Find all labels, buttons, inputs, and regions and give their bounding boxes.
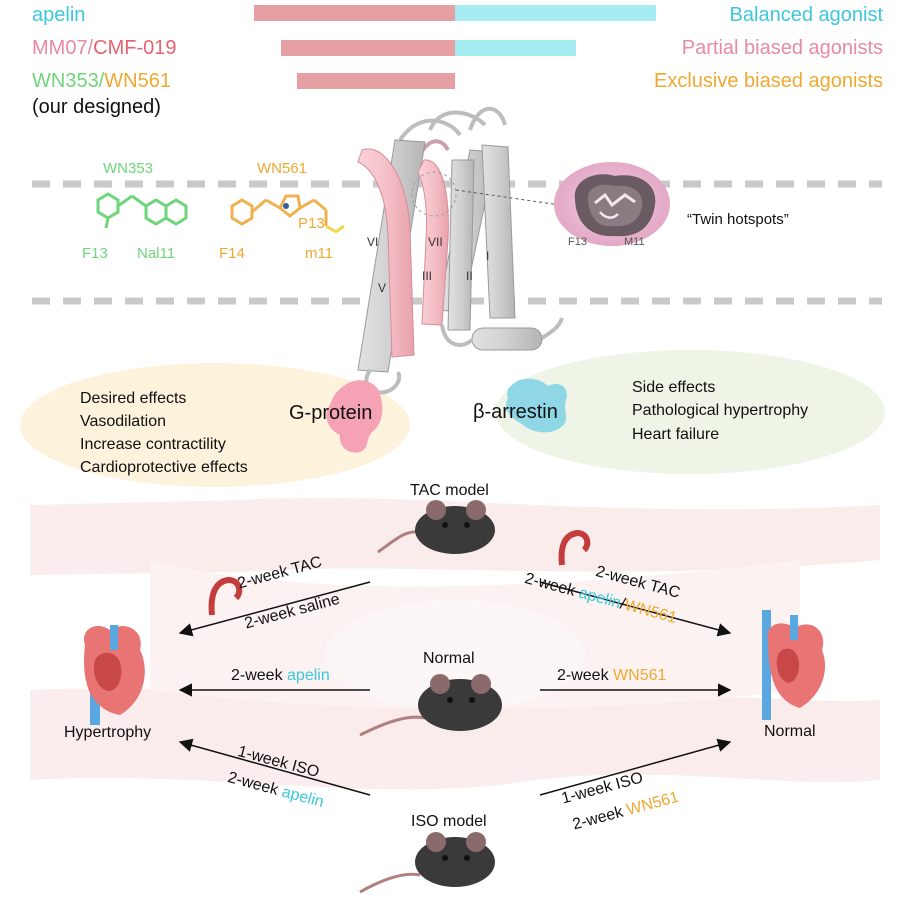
side-effect-item: Pathological hypertrophy	[632, 402, 809, 419]
legend-wn561: WN561	[104, 70, 171, 92]
helix-label-v: V	[378, 281, 387, 295]
normal-outcome-label: Normal	[764, 723, 816, 740]
m11-label: m11	[305, 245, 334, 262]
wn561-label: WN561	[257, 160, 308, 177]
pocket-m11-label: M11	[624, 236, 645, 248]
legend-slash2: /	[98, 70, 105, 92]
helix-label-vi: VI	[367, 235, 379, 249]
desired-effect-item: Increase contractility	[80, 436, 226, 453]
side-effects-title: Side effects	[632, 379, 716, 396]
legend-wn353: WN353	[32, 70, 99, 92]
bias-bars	[254, 5, 656, 89]
helix-label-iii: III	[422, 269, 433, 283]
label-normal-left-apelin: apelin	[287, 667, 330, 684]
p13-label: P13	[298, 215, 325, 232]
arrows	[178, 581, 732, 796]
helix-label-i: I	[486, 249, 490, 263]
legend-partial: Partial biased agonists	[681, 37, 883, 59]
mouse-iso	[359, 832, 495, 894]
legend-apelin: apelin	[32, 4, 86, 26]
arrestin-label: β-arrestin	[473, 401, 558, 423]
label-normal-right-wn561: WN561	[613, 667, 667, 684]
wn561-molecule	[230, 194, 345, 234]
wn353-label: WN353	[103, 160, 154, 177]
apelin-arrestin-bar	[455, 5, 656, 21]
aorta-icon-right	[558, 529, 591, 566]
f13-label: F13	[82, 245, 108, 262]
wn353-molecule	[96, 192, 188, 229]
legend-slash1: /	[87, 37, 94, 59]
arrow-iso-to-hypertrophy	[178, 738, 371, 796]
iso-model-label: ISO model	[411, 813, 487, 830]
helix-label-vii: VII	[428, 235, 443, 249]
heart-normal	[762, 610, 826, 720]
label-normal-left-a: 2-week	[231, 667, 288, 684]
gprotein-label: G-protein	[289, 402, 373, 424]
legend-exclusive: Exclusive biased agonists	[653, 70, 883, 92]
twin-hotspots-pocket	[554, 162, 670, 246]
gprotein-shape	[326, 380, 383, 453]
arrestin-shape	[505, 378, 567, 433]
nal11-label: Nal11	[137, 245, 176, 262]
helix-label-ii: II	[466, 269, 473, 283]
mm07-gprotein-bar	[281, 40, 455, 56]
legend-our-designed: (our designed)	[32, 96, 161, 118]
legend-cmf019: CMF-019	[93, 37, 177, 59]
label-normal-right-a: 2-week	[557, 667, 614, 684]
heart-hypertrophy	[84, 625, 145, 725]
normal-model-label: Normal	[423, 650, 475, 667]
desired-effects-title: Desired effects	[80, 390, 187, 407]
mm07-arrestin-bar	[455, 40, 576, 56]
hypertrophy-label: Hypertrophy	[64, 724, 152, 741]
mouse-tac	[377, 500, 495, 554]
legend-balanced: Balanced agonist	[729, 4, 883, 26]
legend-wn: WN353/WN561	[32, 71, 171, 91]
label-normal-left: 2-week apelin	[231, 668, 330, 684]
arrow-tac-to-normal	[539, 581, 732, 637]
side-effect-item: Heart failure	[632, 426, 720, 443]
receptor-structure	[357, 106, 564, 395]
muscle-fiber-background	[30, 497, 880, 790]
wn-gprotein-bar	[297, 73, 455, 89]
legend-mm07-cmf: MM07/CMF-019	[32, 38, 177, 58]
f14-label: F14	[219, 245, 245, 262]
side-effects-ellipse	[495, 350, 885, 474]
tac-model-label: TAC model	[410, 482, 489, 499]
legend-mm07: MM07	[32, 37, 88, 59]
label-normal-right: 2-week WN561	[557, 668, 666, 684]
arrow-tac-to-hypertrophy	[178, 581, 371, 637]
mouse-normal	[359, 674, 502, 737]
apelin-gprotein-bar	[254, 5, 455, 21]
arrow-iso-to-normal	[539, 738, 732, 796]
desired-effects-ellipse	[20, 363, 410, 487]
desired-effect-item: Vasodilation	[80, 413, 166, 430]
desired-effect-item: Cardioprotective effects	[80, 459, 248, 476]
pocket-f13-label: F13	[568, 236, 587, 248]
twin-hotspots-label: “Twin hotspots”	[687, 211, 789, 228]
aorta-icon-left	[208, 576, 243, 616]
